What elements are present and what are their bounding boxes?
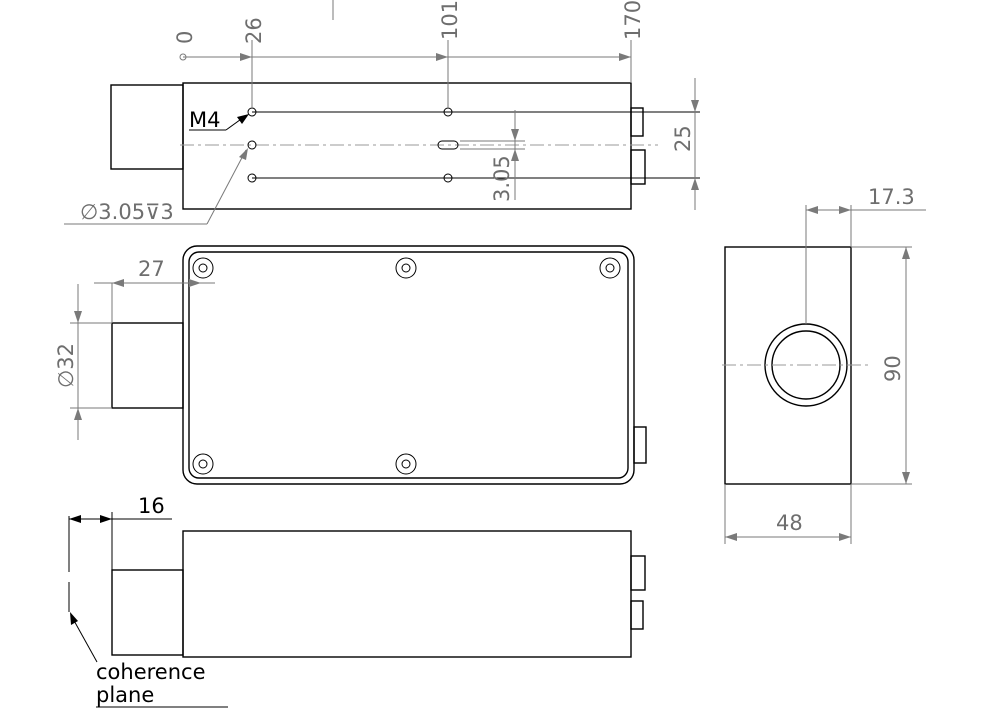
- screw: [192, 453, 214, 475]
- tube-outline: [111, 569, 184, 656]
- body-inner-outline: [188, 251, 629, 479]
- dim-origin-marker: [179, 53, 187, 61]
- dim-arrow: [74, 408, 82, 420]
- dim-arrow: [691, 100, 699, 112]
- dim-arrow: [240, 53, 252, 61]
- screw: [192, 257, 214, 279]
- dim-arrow: [436, 53, 448, 61]
- dim-arrow: [511, 129, 519, 141]
- top-view: 0 26 101 170 25 3.05 M4 ∅3.05⊽3: [64, 0, 700, 225]
- callout-leader: [71, 616, 98, 663]
- dim-arrow: [691, 178, 699, 190]
- dim-label-17-3: 17.3: [868, 185, 915, 209]
- mount-hole: [443, 173, 453, 183]
- screw: [395, 453, 417, 475]
- connector-bottom: [630, 149, 646, 185]
- dim-arrow: [189, 279, 201, 287]
- coherence-label-line1: coherence: [96, 660, 206, 684]
- dim-arrow: [902, 247, 910, 259]
- screw: [395, 257, 417, 279]
- tube-outline: [111, 322, 184, 409]
- bottom-view: 16 coherence plane: [68, 494, 646, 708]
- dim-arrow: [511, 149, 519, 161]
- dim-arrow: [74, 311, 82, 323]
- tube-outline: [110, 84, 184, 170]
- body-outer-outline: [182, 245, 635, 485]
- dim-label-101: 101: [438, 0, 462, 40]
- body-outline: [182, 530, 632, 658]
- dim-arrow: [902, 472, 910, 484]
- dim-arrow: [839, 533, 851, 541]
- callout-arrow: [237, 114, 249, 124]
- connector-top: [630, 107, 644, 137]
- dim-label-16: 16: [138, 494, 165, 518]
- dim-label-3-05: 3.05: [490, 155, 514, 202]
- connector-bottom: [630, 600, 644, 630]
- dim-label-170: 170: [621, 0, 645, 40]
- dim-label-90: 90: [881, 355, 905, 382]
- coherence-label-line2: plane: [96, 683, 154, 707]
- dim-label-0: 0: [173, 31, 197, 44]
- dim-arrow: [839, 206, 851, 214]
- dim-label-26: 26: [242, 17, 266, 44]
- dim-label-48: 48: [776, 511, 803, 535]
- dim-arrow: [112, 279, 124, 287]
- callout-arrow: [70, 612, 78, 625]
- body-outline: [182, 82, 632, 210]
- side-view: 17.3 90 48: [722, 185, 926, 544]
- connector-top: [630, 555, 646, 591]
- hole-label: ∅3.05⊽3: [80, 200, 174, 224]
- callout-leader: [206, 149, 247, 225]
- dim-label-dia32: ∅32: [54, 343, 78, 388]
- slot-hole: [437, 140, 459, 150]
- screw: [599, 257, 621, 279]
- dim-arrow: [619, 53, 631, 61]
- mount-hole: [247, 140, 257, 150]
- callout-arrow: [239, 148, 248, 160]
- mount-hole: [247, 173, 257, 183]
- dim-label-25: 25: [671, 125, 695, 152]
- front-view: 27 ∅32: [54, 245, 647, 485]
- dim-arrow: [69, 515, 81, 523]
- dim-arrow: [725, 533, 737, 541]
- thread-label: M4: [189, 108, 220, 132]
- dim-arrow: [806, 206, 818, 214]
- connector: [633, 426, 647, 464]
- dim-label-27: 27: [138, 257, 165, 281]
- dim-arrow: [100, 515, 112, 523]
